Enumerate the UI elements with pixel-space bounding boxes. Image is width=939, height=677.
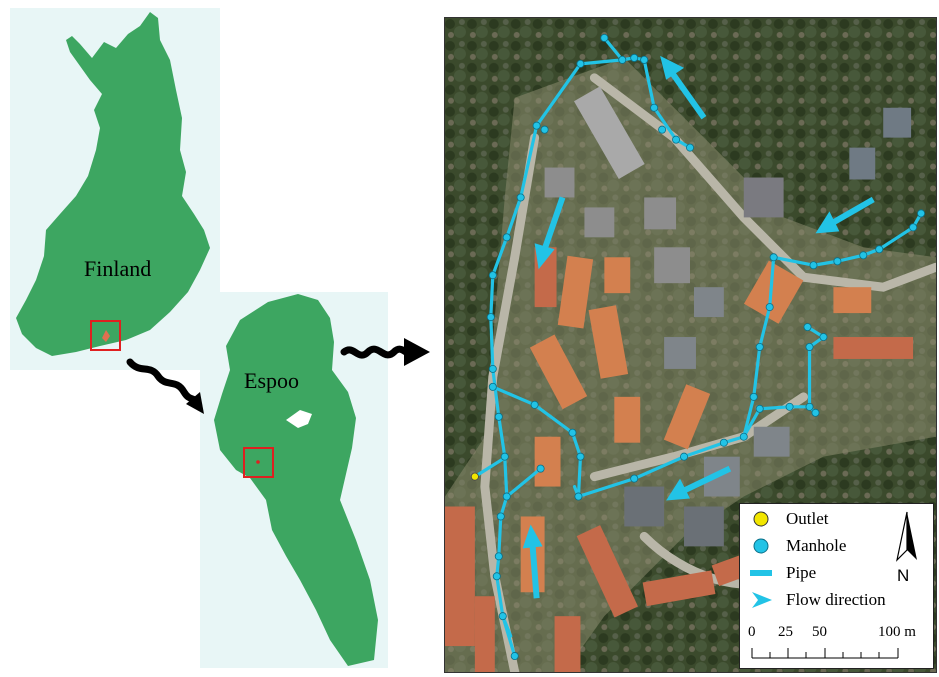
manhole-circle-icon (748, 535, 774, 557)
legend-item-flow: Flow direction (748, 589, 886, 611)
flow-arrow-5 (522, 524, 543, 599)
finland-highlight-box (90, 320, 121, 351)
flow-arrows (522, 55, 875, 599)
espoo-label: Espoo (244, 368, 299, 393)
scale-tick-label-100: 100 m (878, 624, 916, 640)
scale-bar-graphic (751, 648, 899, 659)
overview-maps (10, 8, 430, 668)
squiggle-arrow-1 (126, 358, 204, 414)
manholes (486, 33, 926, 661)
squiggle-arrow-2 (340, 338, 430, 366)
legend-item-outlet: Outlet (748, 508, 829, 530)
finland-map-shape (16, 12, 210, 356)
legend-item-manhole: Manhole (748, 535, 846, 557)
espoo-highlight-box (243, 447, 274, 478)
legend-label-pipe: Pipe (786, 563, 817, 582)
outlet-circle-icon (748, 508, 774, 530)
finland-label: Finland (84, 256, 152, 281)
north-label: N (897, 566, 910, 585)
scale-tick-label-50: 50 (812, 624, 827, 640)
espoo-map-shape (214, 294, 378, 666)
espoo-lake (286, 410, 312, 428)
pipe-bar-icon (748, 562, 774, 584)
scale-tick-label-0: 0 (748, 624, 756, 640)
aerial-map-svg (445, 18, 936, 672)
legend-label-outlet: Outlet (786, 509, 829, 528)
flow-arrow-4 (666, 465, 732, 501)
scale-bar: 0 25 50 100 m (748, 624, 930, 668)
scale-tick-label-25: 25 (778, 624, 793, 640)
legend-label-flow: Flow direction (786, 590, 886, 609)
north-arrow: N (889, 510, 925, 586)
flow-arrow-icon (748, 589, 774, 611)
legend-label-manhole: Manhole (786, 536, 847, 555)
buildings (445, 86, 914, 672)
flow-arrow-1 (660, 55, 707, 120)
flow-arrow-2 (815, 196, 875, 234)
outlet-point (470, 472, 479, 481)
aerial-map (444, 17, 937, 673)
legend-item-pipe: Pipe (748, 562, 816, 584)
map-legend: Outlet Manhole Pipe Flow direction N 0 2… (739, 503, 934, 669)
north-arrow-icon (896, 511, 917, 562)
flow-arrow-3 (534, 196, 566, 270)
